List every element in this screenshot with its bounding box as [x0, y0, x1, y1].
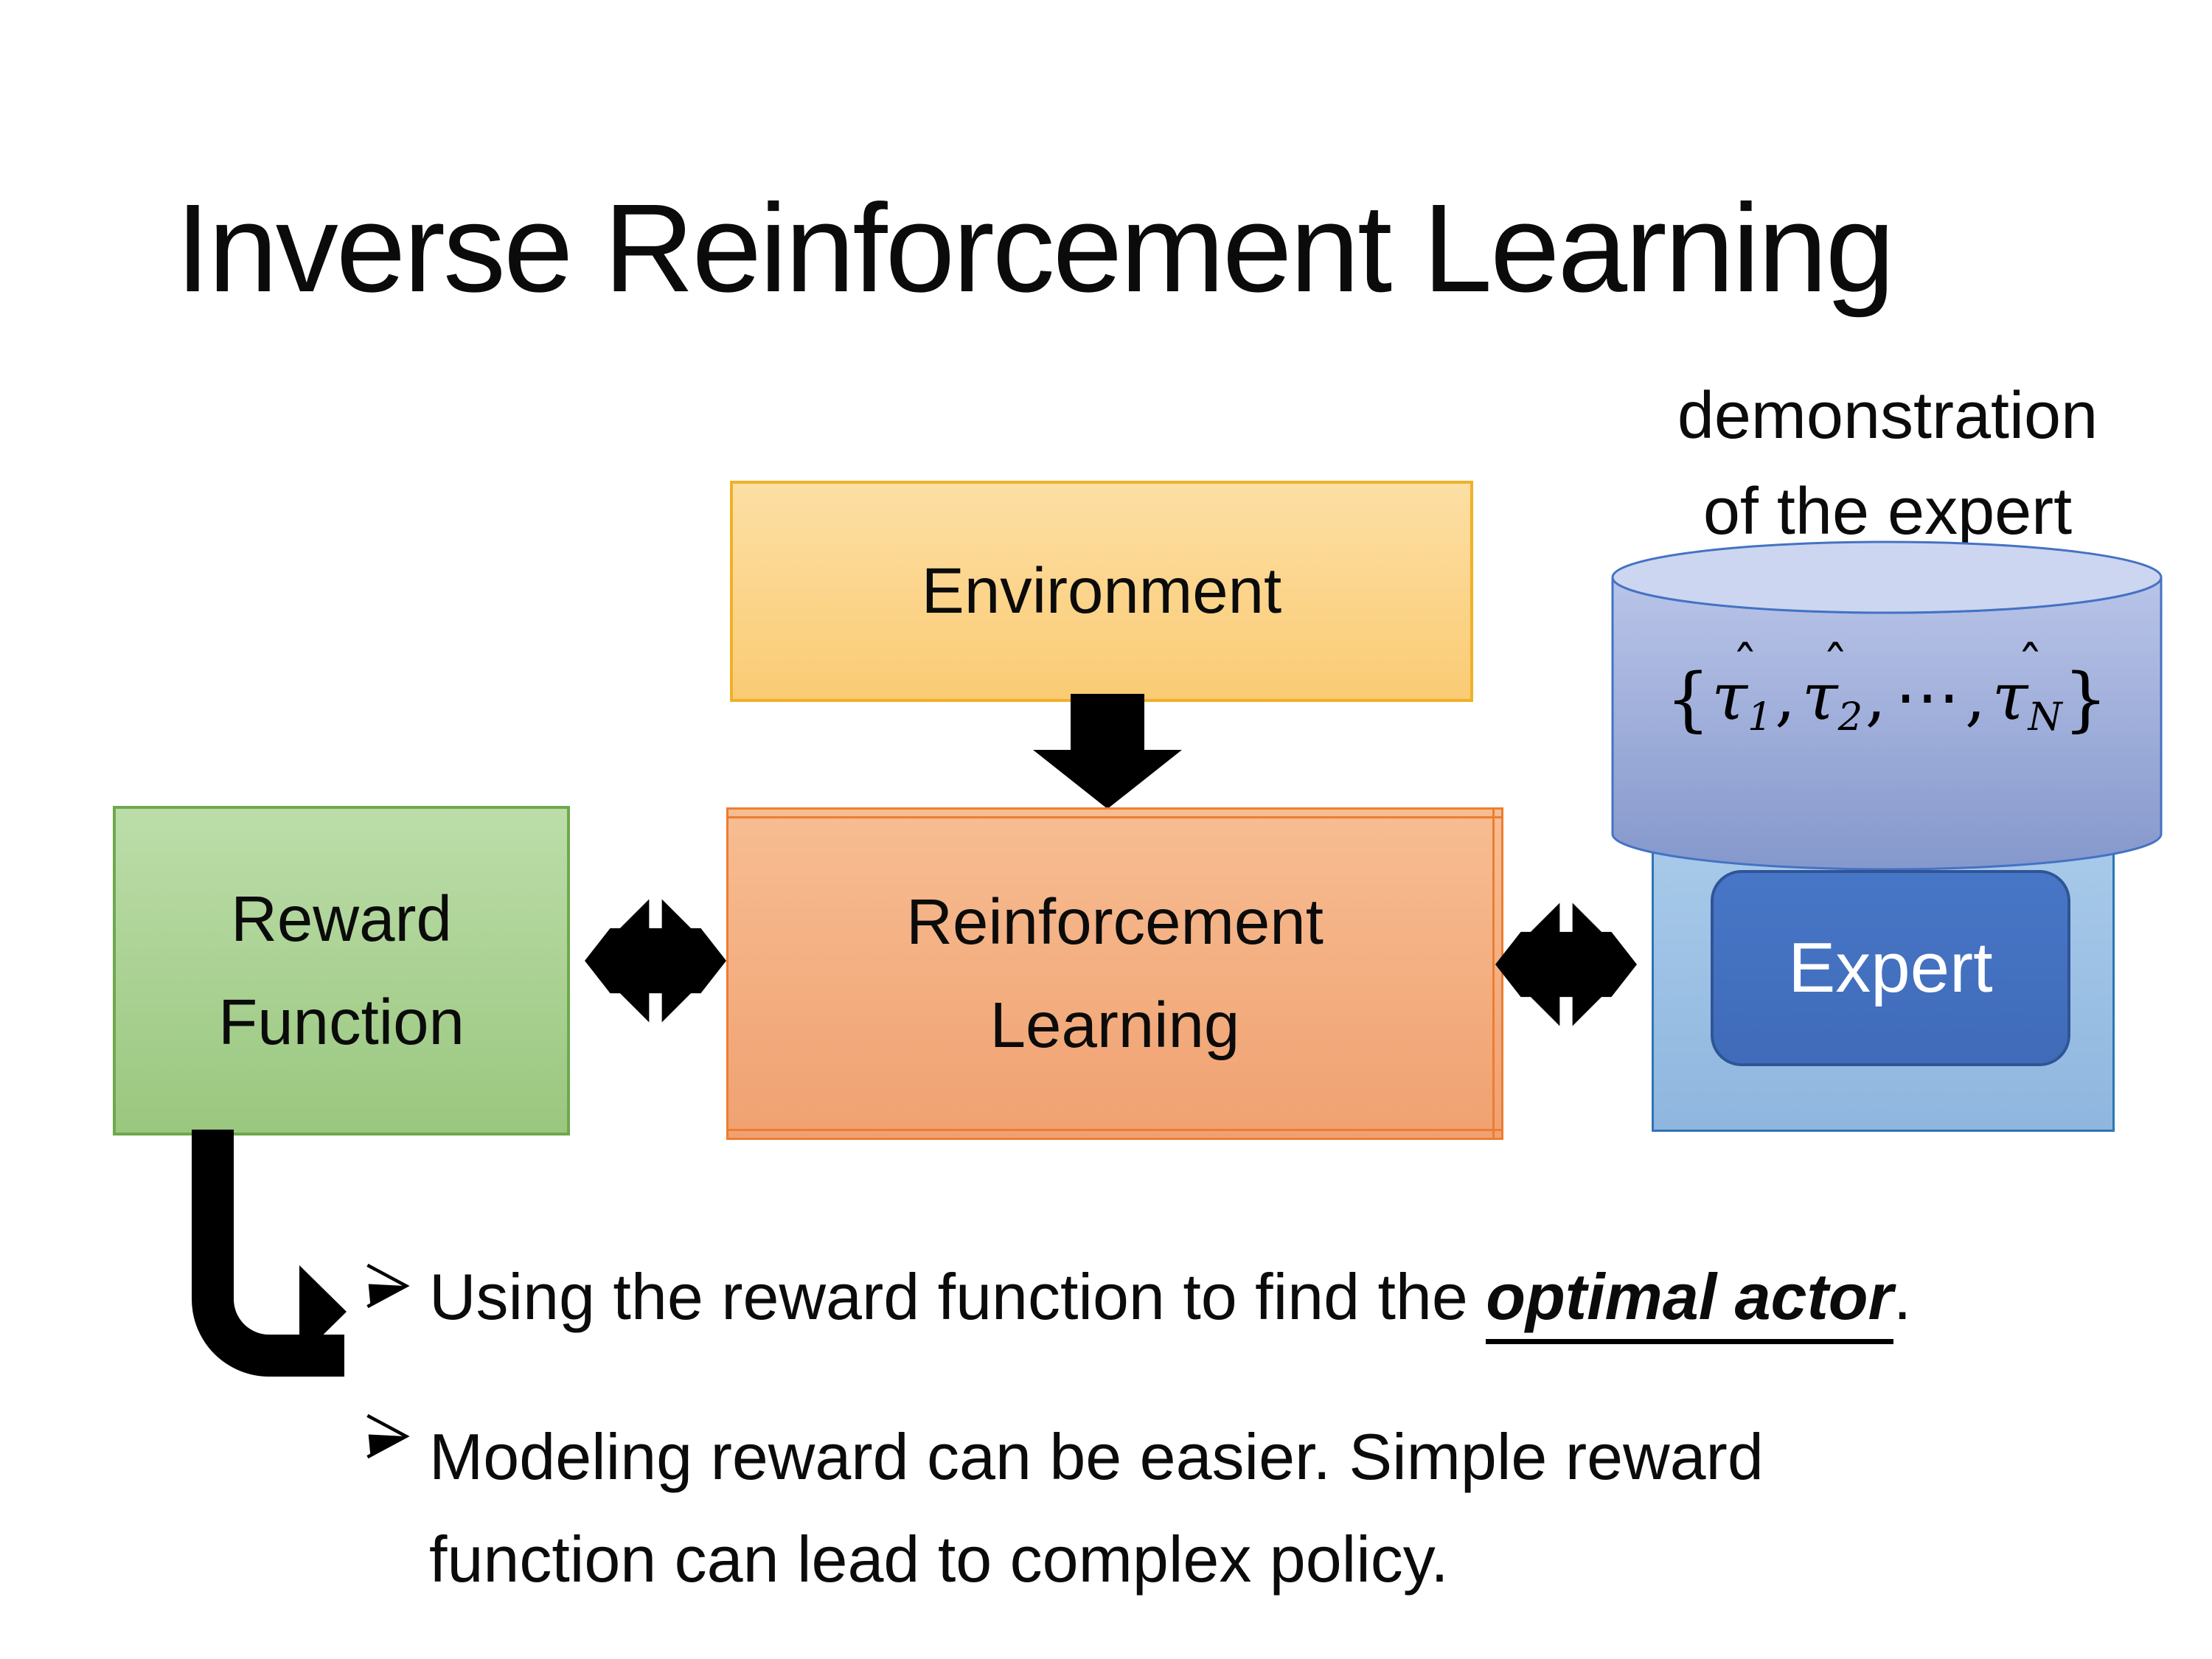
exchange-arrow-right-icon: [1495, 894, 1637, 1035]
reward-function-label-line1: Reward: [231, 883, 452, 956]
optimal-actor-emphasis: optimal actor: [1486, 1260, 1893, 1344]
demonstration-cylinder-icon: [1611, 540, 2163, 871]
demonstration-label-line2: of the expert: [1703, 474, 2073, 549]
formula-open-brace: {: [1666, 658, 1711, 740]
bullet-1-text: Using the reward function to find the op…: [429, 1255, 1911, 1344]
reward-function-box: Reward Function: [113, 806, 570, 1135]
bullet-2-line1: Modeling reward can be easier. Simple re…: [429, 1420, 1764, 1493]
bullet-2-line2: function can lead to complex policy.: [429, 1523, 1449, 1596]
environment-label: Environment: [921, 555, 1282, 627]
bullet-item-2: Modeling reward can be easier. Simple re…: [363, 1405, 1764, 1610]
reinforcement-learning-box: Reinforcement Learning: [726, 807, 1503, 1140]
reward-function-label-line2: Function: [218, 986, 465, 1058]
environment-box: Environment: [730, 481, 1473, 702]
bullet-2-text: Modeling reward can be easier. Simple re…: [429, 1405, 1764, 1610]
rl-box-inner-border-top: [728, 816, 1501, 818]
formula-close-brace: }: [2063, 658, 2108, 740]
reinforcement-learning-label-line1: Reinforcement: [906, 886, 1324, 959]
reinforcement-learning-label: Reinforcement Learning: [906, 871, 1324, 1076]
exchange-arrow-left-icon: [585, 890, 726, 1032]
rl-box-inner-border-bottom: [728, 1129, 1501, 1131]
demonstration-label: demonstration of the expert: [1571, 369, 2205, 560]
rl-box-inner-border-right: [1492, 810, 1495, 1138]
elbow-arrow-head-icon: [299, 1265, 347, 1358]
expert-box: Expert: [1711, 870, 2070, 1066]
reward-function-label: Reward Function: [218, 868, 465, 1073]
demonstration-label-line1: demonstration: [1677, 379, 2098, 453]
arrowhead-bullet-icon: [366, 1263, 410, 1309]
page-title: Inverse Reinforcement Learning: [175, 178, 1895, 319]
bullet-item-1: Using the reward function to find the op…: [363, 1255, 1911, 1344]
expert-label: Expert: [1788, 928, 1993, 1007]
formula-ellipsis: ⋯: [1894, 658, 1960, 734]
reinforcement-learning-label-line2: Learning: [990, 989, 1240, 1061]
elbow-arrow-icon: [192, 1130, 344, 1377]
down-block-arrow-icon: [1033, 694, 1182, 809]
arrowhead-bullet-icon: [366, 1413, 410, 1459]
